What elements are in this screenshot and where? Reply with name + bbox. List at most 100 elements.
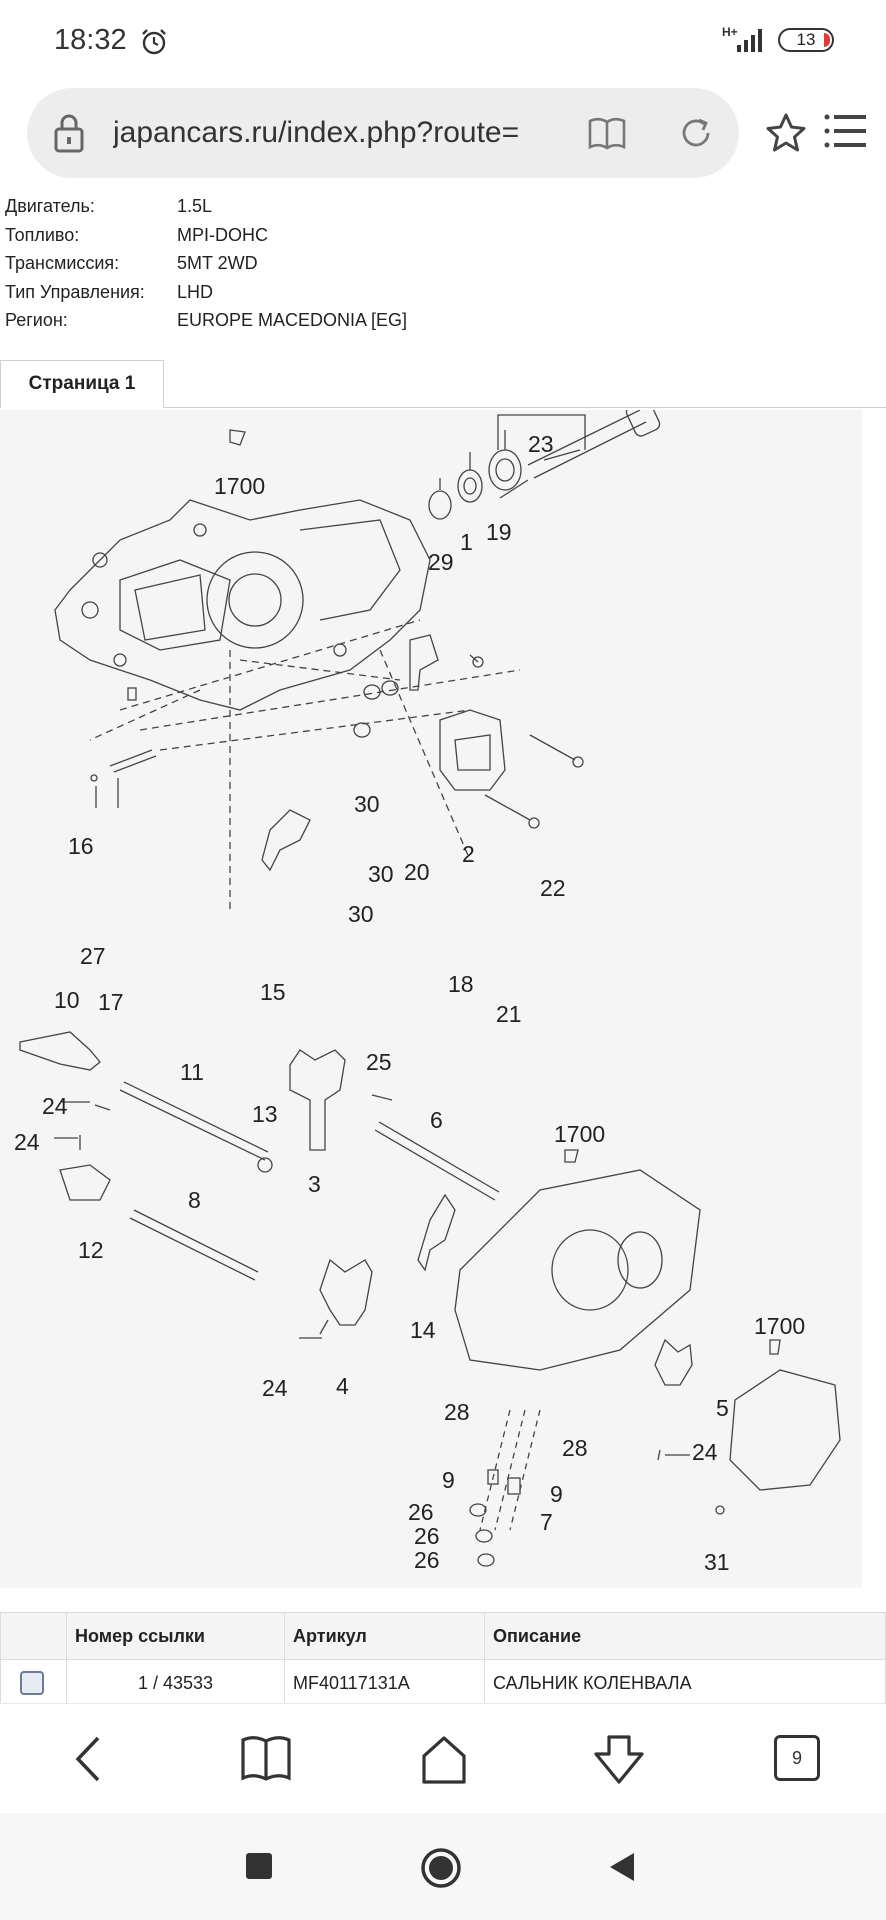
- vehicle-info: Двигатель: 1.5L Топливо: MPI-DOHC Трансм…: [5, 196, 407, 339]
- info-key: Тип Управления:: [5, 281, 145, 302]
- callout-label[interactable]: 27: [80, 943, 106, 969]
- tab-divider: [0, 407, 886, 408]
- callout-label[interactable]: 2: [462, 841, 475, 867]
- callout-label[interactable]: 29: [428, 549, 454, 575]
- callout-label[interactable]: 21: [496, 1001, 522, 1027]
- battery-low-fill: [824, 33, 830, 47]
- info-row: Тип Управления: LHD: [5, 282, 407, 311]
- info-value: EUROPE MACEDONIA [EG]: [177, 310, 408, 330]
- row-article[interactable]: MF40117131A: [284, 1659, 485, 1707]
- battery-level: 13: [796, 30, 816, 49]
- callout-label[interactable]: 1: [460, 529, 473, 555]
- row-ref-number: 1 / 43533: [66, 1659, 285, 1707]
- callout-label[interactable]: 22: [540, 875, 566, 901]
- callout-label[interactable]: 11: [180, 1059, 204, 1085]
- row-checkbox[interactable]: [20, 1671, 44, 1695]
- info-value: MPI-DOHC: [177, 224, 268, 245]
- url-text[interactable]: japancars.ru/index.php?route=: [113, 116, 520, 149]
- callout-label[interactable]: 1700: [554, 1121, 605, 1147]
- info-key: Трансмиссия:: [5, 253, 120, 273]
- callout-label[interactable]: 23: [528, 431, 554, 457]
- info-row: Топливо: MPI-DOHC: [5, 225, 407, 254]
- status-bar: 18:32 H+ 13: [0, 0, 886, 82]
- callout-label[interactable]: 1700: [754, 1313, 805, 1339]
- callout-label[interactable]: 17: [98, 989, 124, 1015]
- info-row: Двигатель: 1.5L: [5, 196, 407, 225]
- parts-diagram[interactable]: 1700 23 1 19 29 16 30 30 2 30 20 22 27 1…: [0, 410, 862, 1588]
- callout-label[interactable]: 25: [366, 1049, 392, 1075]
- info-value: LHD: [177, 281, 214, 302]
- callout-label[interactable]: 9: [442, 1467, 455, 1493]
- info-key: Двигатель:: [5, 196, 95, 216]
- callout-label[interactable]: 24: [692, 1439, 718, 1465]
- back-triangle-icon[interactable]: [608, 1851, 636, 1883]
- menu-icon[interactable]: [824, 113, 866, 149]
- status-time: 18:32: [54, 24, 127, 56]
- star-icon[interactable]: [764, 111, 808, 155]
- row-select-cell[interactable]: [0, 1659, 67, 1707]
- header-select: [0, 1612, 67, 1660]
- callout-label[interactable]: 13: [252, 1101, 278, 1127]
- callout-label[interactable]: 12: [78, 1237, 104, 1263]
- callout-label[interactable]: 26: [408, 1499, 434, 1525]
- tabs-icon[interactable]: 9: [774, 1735, 820, 1781]
- browser-bottom-nav: 9: [0, 1703, 886, 1813]
- info-value: 5MT 2WD: [177, 253, 258, 273]
- info-key: Топливо:: [5, 224, 80, 245]
- callout-label[interactable]: 30: [348, 901, 374, 927]
- callout-label[interactable]: 19: [486, 519, 512, 545]
- callout-label[interactable]: 24: [42, 1093, 68, 1119]
- battery-indicator: 13: [778, 28, 834, 52]
- callout-label[interactable]: 31: [704, 1549, 730, 1575]
- info-row: Регион: EUROPE MACEDONIA [EG]: [5, 310, 407, 339]
- callout-label[interactable]: 7: [540, 1509, 553, 1535]
- callout-label[interactable]: 28: [444, 1399, 470, 1425]
- callout-label[interactable]: 16: [68, 833, 94, 859]
- callout-label[interactable]: 10: [54, 987, 80, 1013]
- home-circle-icon[interactable]: [420, 1847, 462, 1889]
- recents-icon[interactable]: [246, 1853, 272, 1879]
- callout-label[interactable]: 1700: [214, 473, 265, 499]
- header-ref-number[interactable]: Номер ссылки: [66, 1612, 285, 1660]
- signal-strength-icon: [737, 29, 762, 52]
- download-icon[interactable]: [592, 1734, 646, 1786]
- callout-label[interactable]: 30: [368, 861, 394, 887]
- callout-label[interactable]: 9: [550, 1481, 563, 1507]
- row-description: САЛЬНИК КОЛЕНВАЛА: [484, 1659, 886, 1707]
- callout-label[interactable]: 14: [410, 1317, 436, 1343]
- reader-mode-icon[interactable]: [587, 115, 627, 151]
- callout-label[interactable]: 26: [414, 1523, 440, 1549]
- callout-label[interactable]: 8: [188, 1187, 201, 1213]
- callout-label[interactable]: 24: [14, 1129, 40, 1155]
- info-key: Регион:: [5, 310, 68, 330]
- callout-label[interactable]: 18: [448, 971, 474, 997]
- info-row: Трансмиссия: 5MT 2WD: [5, 253, 407, 282]
- network-type-label: H+: [722, 25, 738, 39]
- info-value: 1.5L: [177, 196, 213, 216]
- bookmarks-icon[interactable]: [240, 1734, 292, 1782]
- callout-label[interactable]: 30: [354, 791, 380, 817]
- address-bar[interactable]: japancars.ru/index.php?route=: [27, 88, 739, 178]
- system-nav-bar: [0, 1813, 886, 1920]
- back-icon[interactable]: [70, 1734, 106, 1784]
- callout-label[interactable]: 24: [262, 1375, 288, 1401]
- alarm-clock-icon: [142, 29, 166, 55]
- tab-page-1[interactable]: Страница 1: [0, 360, 164, 408]
- table-header-row: Номер ссылки Артикул Описание: [0, 1612, 886, 1660]
- callout-label[interactable]: 15: [260, 979, 286, 1005]
- callout-label[interactable]: 26: [414, 1547, 440, 1573]
- parts-diagram-drawing: 1700 23 1 19 29 16 30 30 2 30 20 22 27 1…: [14, 410, 841, 1575]
- callout-label[interactable]: 5: [716, 1395, 729, 1421]
- reload-icon[interactable]: [677, 114, 715, 152]
- callout-label[interactable]: 28: [562, 1435, 588, 1461]
- header-article[interactable]: Артикул: [284, 1612, 485, 1660]
- callout-label[interactable]: 4: [336, 1373, 349, 1399]
- table-row[interactable]: 1 / 43533 MF40117131A САЛЬНИК КОЛЕНВАЛА: [0, 1659, 886, 1707]
- callout-label[interactable]: 6: [430, 1107, 443, 1133]
- callout-label[interactable]: 3: [308, 1171, 321, 1197]
- parts-table: Номер ссылки Артикул Описание 1 / 43533 …: [0, 1612, 886, 1707]
- home-icon[interactable]: [418, 1734, 470, 1786]
- lock-icon[interactable]: [53, 113, 85, 153]
- callout-label[interactable]: 20: [404, 859, 430, 885]
- header-description[interactable]: Описание: [484, 1612, 886, 1660]
